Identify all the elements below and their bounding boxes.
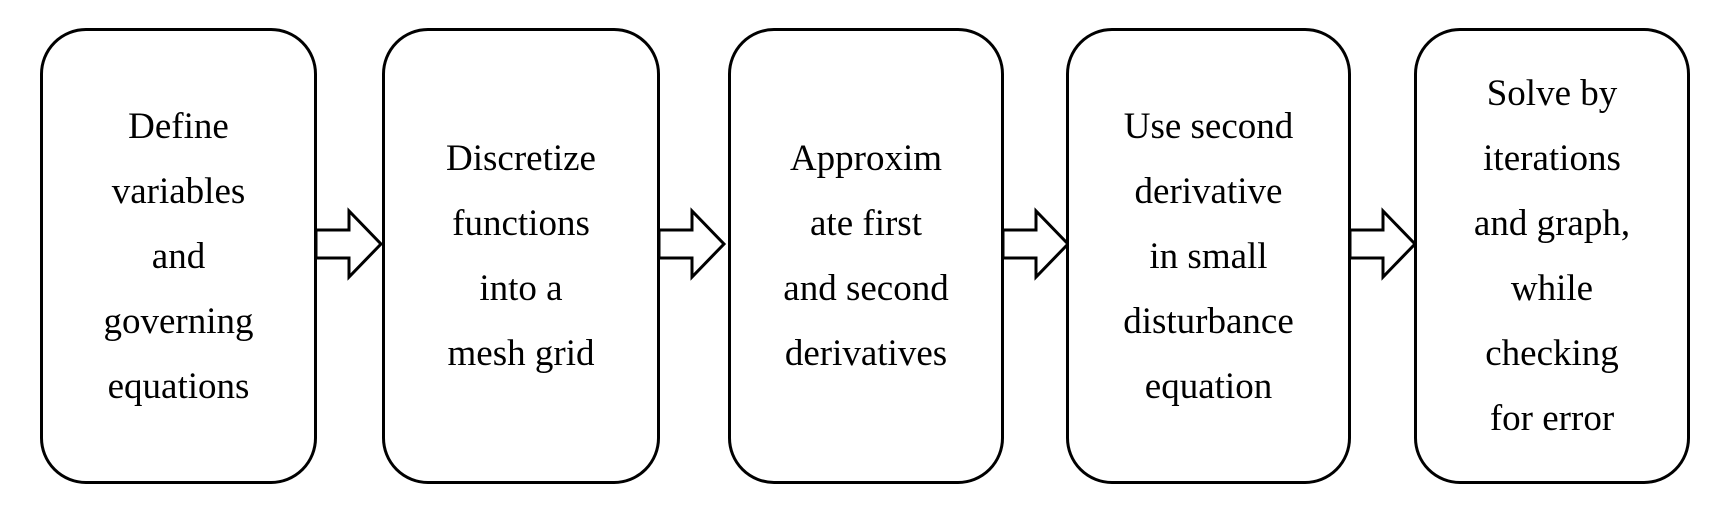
- block-arrow-right-icon: [1348, 207, 1418, 281]
- step-line: derivative: [1134, 170, 1283, 212]
- step-line: disturbance: [1123, 300, 1294, 342]
- step-box-define-variables: Define variables and governing equations: [40, 28, 317, 484]
- step-line: into a: [479, 268, 563, 309]
- step-line: in small: [1149, 235, 1268, 277]
- step-text: Define variables and governing equations: [43, 94, 314, 419]
- block-arrow-right-icon: [314, 207, 384, 281]
- step-line: while: [1510, 268, 1594, 309]
- step-line: derivatives: [784, 333, 948, 374]
- step-box-approximate-derivatives: Approxim ate first and second derivative…: [728, 28, 1004, 484]
- step-line: Approxim: [789, 138, 943, 179]
- step-box-solve-iterations: Solve by iterations and graph, while che…: [1414, 28, 1690, 484]
- step-text: Discretize functions into a mesh grid: [385, 126, 657, 386]
- step-box-second-derivative: Use second derivative in small disturban…: [1066, 28, 1351, 484]
- step-box-discretize-functions: Discretize functions into a mesh grid: [382, 28, 660, 484]
- step-line: iterations: [1483, 138, 1621, 179]
- step-line: Define: [128, 105, 229, 147]
- step-line: and second: [783, 268, 949, 309]
- step-line: checking: [1485, 333, 1619, 374]
- step-line: and: [151, 235, 206, 277]
- step-line: Use second: [1123, 105, 1294, 147]
- step-line: mesh grid: [447, 333, 595, 374]
- step-text: Use second derivative in small disturban…: [1069, 94, 1348, 419]
- step-text: Approxim ate first and second derivative…: [731, 126, 1001, 386]
- block-arrow-right-icon: [1001, 207, 1071, 281]
- step-line: Discretize: [446, 138, 596, 179]
- block-arrow-right-icon: [657, 207, 727, 281]
- step-line: for error: [1489, 398, 1615, 439]
- step-line: Solve by: [1486, 73, 1618, 114]
- step-line: equation: [1144, 365, 1273, 407]
- step-line: variables: [111, 170, 246, 212]
- step-line: ate first: [810, 203, 922, 244]
- step-text: Solve by iterations and graph, while che…: [1417, 61, 1687, 451]
- step-line: governing: [103, 300, 254, 342]
- step-line: functions: [452, 203, 590, 244]
- step-line: equations: [107, 365, 250, 407]
- step-line: and graph,: [1473, 203, 1631, 244]
